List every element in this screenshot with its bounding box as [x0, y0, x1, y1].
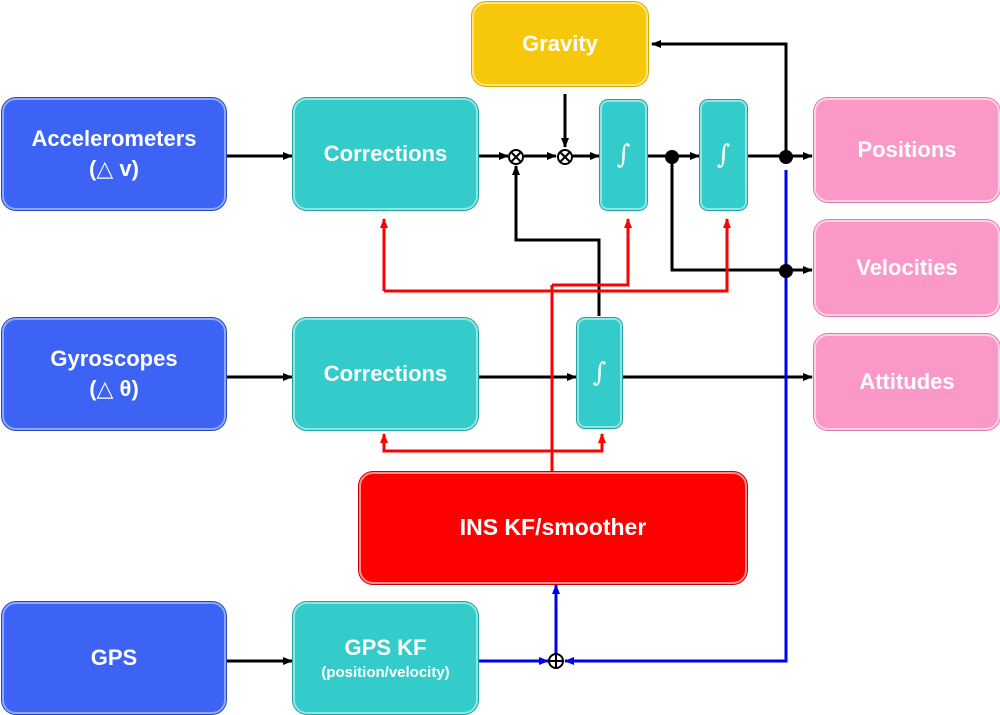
position-junction-dot — [779, 150, 793, 164]
velocities-label: Velocities — [856, 255, 958, 281]
gyro-corrections-block: Corrections — [293, 318, 478, 430]
feedback-lines — [380, 218, 731, 471]
velocity-junction-dot — [665, 150, 679, 164]
multiply-node-1 — [508, 149, 524, 165]
velocity-output-junction-dot — [779, 264, 793, 278]
positions-block: Positions — [814, 98, 1000, 202]
feedback-bus-lower — [382, 434, 604, 453]
position-to-gravity-arrow — [651, 40, 788, 156]
gravity-label: Gravity — [522, 31, 598, 57]
accelerometers-sub-label: (△ v) — [89, 156, 139, 181]
gps-block: GPS — [2, 602, 226, 714]
gps-lines — [478, 170, 788, 665]
integral-symbol: ∫ — [716, 140, 731, 170]
accelerometers-label: Accelerometers — [31, 126, 197, 152]
velocities-block: Velocities — [814, 220, 1000, 316]
integrator-position: ∫ — [700, 100, 747, 210]
ins-to-sum-arrow — [564, 170, 788, 665]
attitude-to-mult-arrow — [512, 165, 601, 316]
gyroscopes-block: Gyroscopes (△ θ) — [2, 318, 226, 430]
positions-label: Positions — [857, 137, 957, 163]
feedback-to-integrator1 — [552, 218, 632, 287]
integrator-attitude: ∫ — [577, 318, 622, 428]
signal-lines — [226, 40, 813, 665]
feedback-bus-upper — [384, 218, 731, 293]
accelerometers-block: Accelerometers (△ v) — [2, 98, 226, 210]
attitudes-block: Attitudes — [814, 334, 1000, 430]
ins-kf-smoother-block: INS KF/smoother — [359, 472, 747, 584]
gps-kf-sub-label: (position/velocity) — [321, 663, 450, 681]
operator-nodes — [508, 149, 573, 669]
junction-dots — [665, 150, 793, 278]
gps-label: GPS — [90, 645, 138, 671]
sum-node — [548, 653, 564, 669]
gps-kf-block: GPS KF (position/velocity) — [293, 602, 478, 714]
attitudes-label: Attitudes — [859, 369, 955, 395]
integrator-velocity: ∫ — [600, 100, 647, 210]
gyroscopes-label: Gyroscopes — [50, 346, 178, 372]
ins-kf-smoother-label: INS KF/smoother — [459, 514, 647, 541]
accel-corrections-label: Corrections — [323, 141, 448, 167]
gravity-block: Gravity — [472, 2, 648, 86]
gyroscopes-sub-label: (△ θ) — [89, 376, 139, 401]
velocity-output-arrow — [670, 156, 813, 274]
gps-kf-label: GPS KF — [344, 635, 427, 661]
multiply-node-2 — [557, 149, 573, 165]
accel-corrections-block: Corrections — [293, 98, 478, 210]
integral-symbol: ∫ — [616, 140, 631, 170]
gyro-corrections-label: Corrections — [323, 361, 448, 387]
integral-symbol: ∫ — [592, 358, 607, 388]
